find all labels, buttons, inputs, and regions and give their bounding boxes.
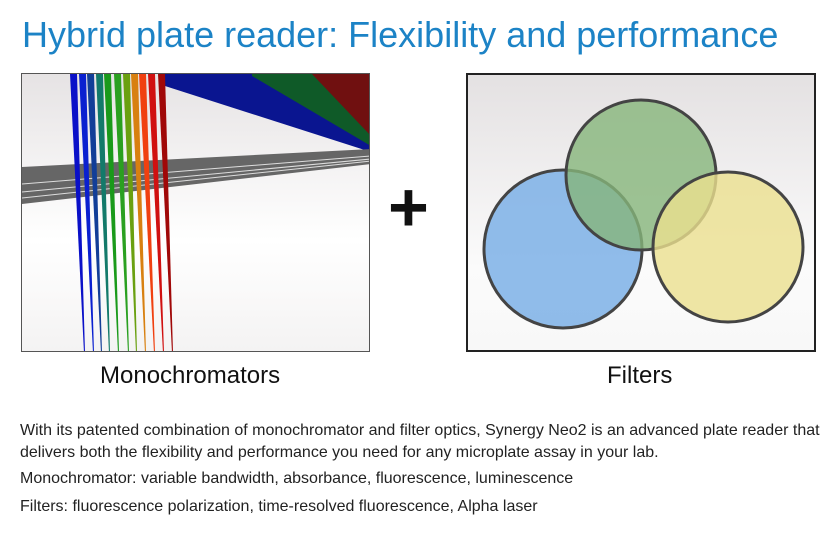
spectral-beam	[148, 74, 164, 351]
filters-image	[466, 73, 816, 352]
spectral-beam	[87, 74, 102, 351]
plus-sign: +	[388, 168, 429, 246]
yellow-filter-circle	[651, 170, 805, 324]
light-beams-illustration	[22, 74, 369, 351]
spectral-beam	[104, 74, 119, 351]
spectral-beam	[158, 74, 173, 351]
filter-circles-illustration	[482, 98, 805, 330]
page-title: Hybrid plate reader: Flexibility and per…	[22, 14, 779, 55]
monochromator-features: Monochromator: variable bandwidth, absor…	[20, 470, 574, 487]
spectral-beam	[70, 74, 85, 351]
spectral-beam	[114, 74, 129, 351]
filters-caption: Filters	[607, 362, 673, 389]
description-paragraph: With its patented combination of monochr…	[20, 422, 820, 461]
spectral-beam	[131, 74, 146, 351]
spectral-beam	[96, 74, 110, 351]
spectral-beam	[79, 74, 94, 351]
spectral-beam	[139, 74, 155, 351]
filter-features: Filters: fluorescence polarization, time…	[20, 498, 538, 515]
monochromator-image	[21, 73, 370, 352]
spectral-beam	[123, 74, 137, 351]
monochromators-caption: Monochromators	[100, 362, 281, 389]
